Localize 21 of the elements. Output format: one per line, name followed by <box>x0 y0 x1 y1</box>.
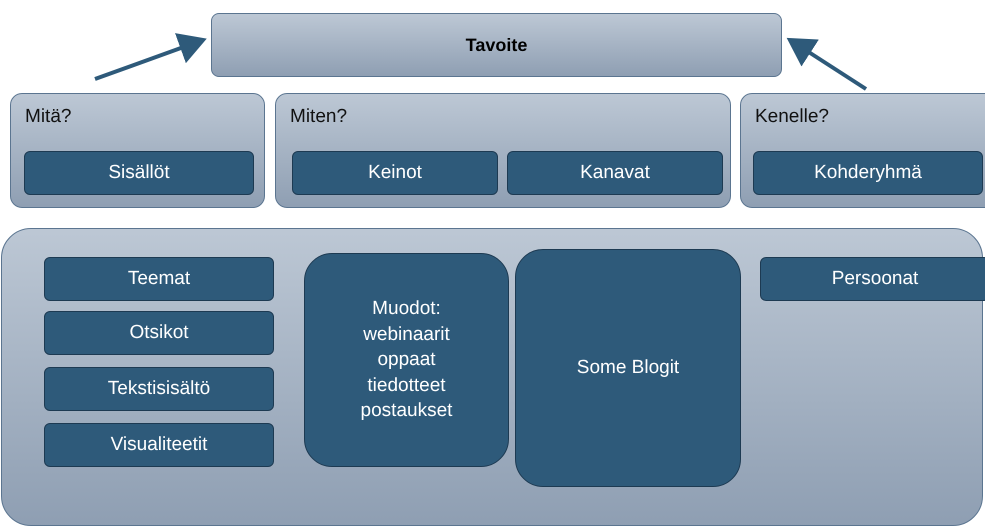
item-box: Sisällöt <box>24 151 254 195</box>
group-panel <box>740 93 985 208</box>
item-box: Keinot <box>292 151 498 195</box>
item-box: Some Blogit <box>515 249 741 487</box>
goal-box: Tavoite <box>211 13 782 77</box>
item-box: Kohderyhmä <box>753 151 983 195</box>
arrow <box>94 33 207 81</box>
group-panel <box>10 93 265 208</box>
item-box: Persoonat <box>760 257 985 301</box>
item-box: Tekstisisältö <box>44 367 274 411</box>
panel-heading: Kenelle? <box>755 106 829 128</box>
item-box: Kanavat <box>507 151 723 195</box>
item-box: Teemat <box>44 257 274 301</box>
group-panel <box>275 93 731 208</box>
arrow <box>786 38 868 91</box>
item-box: Muodot: webinaarit oppaat tiedotteet postaukset <box>304 253 509 467</box>
group-panel <box>1 228 983 526</box>
item-box: Visualiteetit <box>44 423 274 467</box>
item-box: Otsikot <box>44 311 274 355</box>
panel-heading: Mitä? <box>25 106 72 128</box>
panel-heading: Miten? <box>290 106 348 128</box>
